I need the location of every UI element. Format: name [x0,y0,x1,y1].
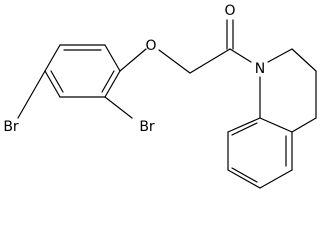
aryloxy-linker: O [119,38,231,74]
bond-benzo-c1-c2 [259,117,293,133]
bromine-substituents: Br Br [3,70,155,135]
bond-benzo-c3-c4 [259,169,293,189]
bond-c6-bromine [104,96,133,119]
bond-c4-bromine [17,70,46,119]
ether-oxygen-label: O [145,38,156,54]
bond-ring1-c4-c5 [44,70,61,98]
bond-benzo-inner-2 [231,167,258,183]
bond-ring1-c6-c1 [104,70,121,98]
bromine-para-label: Br [3,119,19,135]
bond-ring1-inner-3 [101,70,115,93]
bond-ring1-c3-c4 [44,44,61,72]
bond-benzo-c6-c1 [227,117,261,133]
bond-methylene-carbonyl [189,48,231,74]
bond-carbonyl-nitrogen [229,48,252,63]
bond-aryl-oxygen [119,48,147,72]
carbonyl-group: O [224,3,252,63]
tetrahydro-ring [267,48,317,133]
carbonyl-oxygen-label: O [224,3,235,19]
nitrogen-label: N [255,61,265,77]
fused-benzene-ring [227,76,293,189]
bond-ch2-aromatic [291,117,317,133]
chemical-structure: Br Br O O N [3,3,317,189]
bond-ring1-c1-c2 [104,44,121,72]
bond-benzo-c4-c5 [227,169,261,189]
bond-oxygen-methylene [158,49,191,74]
bond-benzo-inner-3 [231,122,258,136]
bromine-ortho-label: Br [139,119,155,135]
bond-n-ch2 [267,48,293,63]
dibromophenyl-ring [44,44,121,98]
bond-ring1-inner-2 [50,70,64,93]
bond-ch2-ch2 [291,48,317,72]
